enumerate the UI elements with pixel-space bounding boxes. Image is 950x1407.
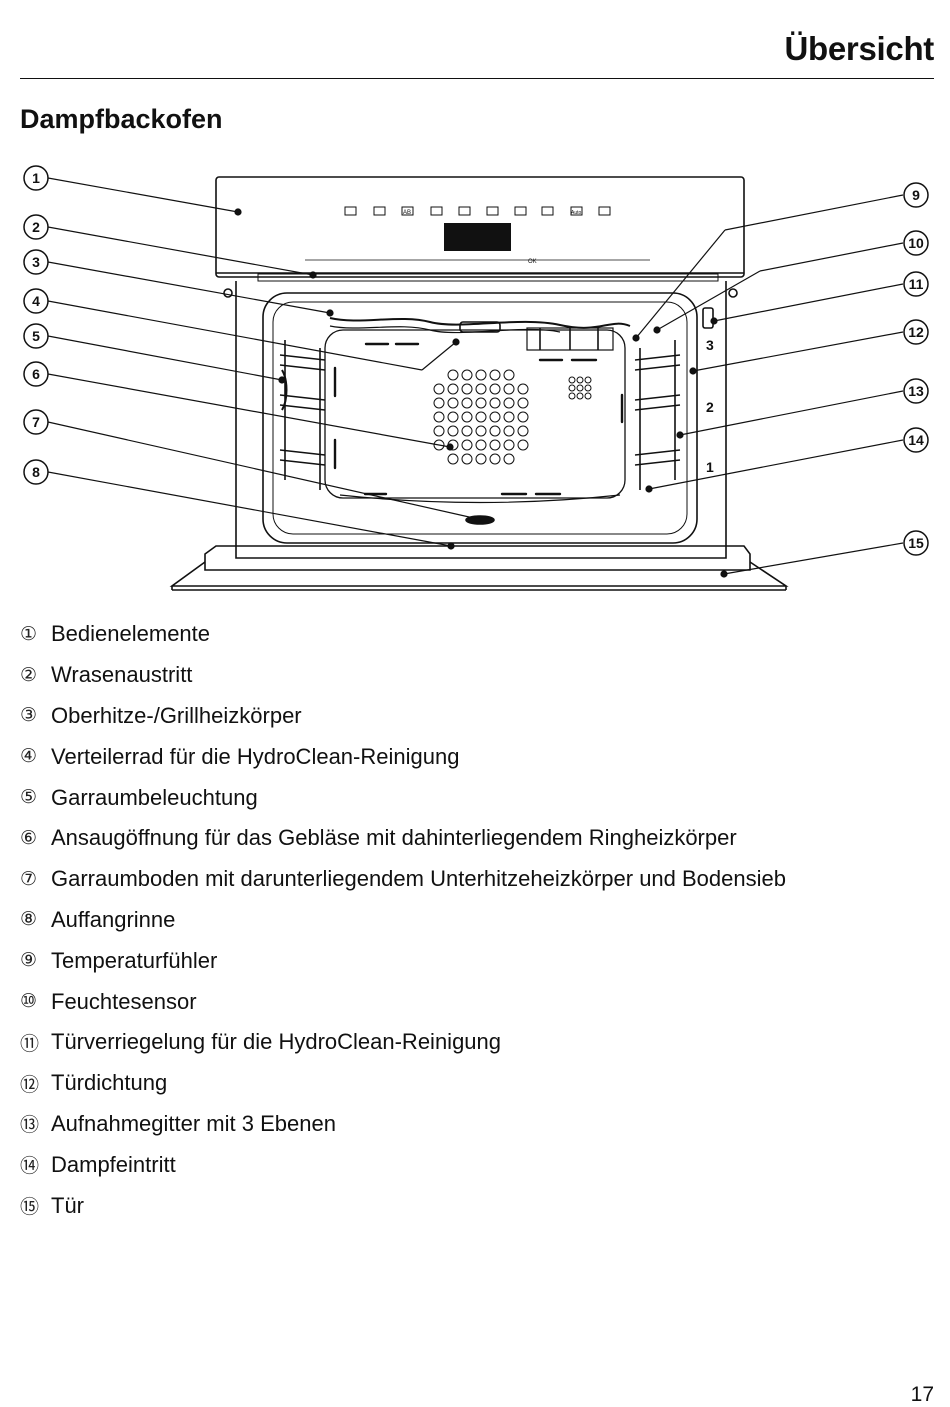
distributor [459,321,501,333]
legend-text: Verteilerrad für die HydroClean-Reinigun… [51,743,460,769]
callout-2-label: 2 [32,219,40,235]
legend-text: Ansaugöffnung für das Gebläse mit dahint… [51,825,737,851]
panel-ab-label: AB [403,210,411,216]
oven-diagram: 3 2 1 AB Auto OK [0,150,950,610]
callout-2 [23,214,49,240]
callout-6 [23,361,49,387]
legend-number: ⑮ [20,1197,40,1219]
shelf-level-3: 3 [706,337,714,353]
legend-number: ⑩ [20,991,38,1013]
legend-text: Wrasenaustritt [51,662,193,688]
legend-text: Auffangrinne [51,906,176,932]
cavity-outer [262,292,698,544]
callout-7-label: 7 [32,414,40,430]
callout-11 [903,271,929,297]
page-header: Übersicht [20,28,934,79]
callout-14-label: 14 [908,432,924,448]
callout-3 [23,249,49,275]
legend-text: Dampfeintritt [51,1151,176,1177]
control-panel-frame [215,176,745,278]
callout-5 [23,323,49,349]
subtitle: Dampfbackofen [20,104,223,134]
legend-item: ① Bedienelemente [20,614,930,655]
callout-5-label: 5 [32,328,40,344]
display [444,223,511,251]
legend-item: ⑨ Temperaturfühler [20,940,930,981]
oven-illustration: 3 2 1 AB Auto OK [23,165,929,591]
legend-item: ⑧ Auffangrinne [20,900,930,941]
legend-number: ⑧ [20,909,38,931]
legend-number: ③ [20,705,38,727]
callout-8 [23,459,49,485]
callout-15-label: 15 [908,535,924,551]
legend-item: ② Wrasenaustritt [20,655,930,696]
legend-number: ① [20,623,38,645]
shelf-level-1: 1 [706,459,714,475]
callout-3-label: 3 [32,254,40,270]
legend-number: ⑨ [20,950,38,972]
legend-text: Temperaturfühler [51,947,218,973]
callout-13 [903,378,929,404]
callout-12-label: 12 [908,324,924,340]
callout-7 [23,409,49,435]
legend-number: ⑥ [20,827,38,849]
callout-9 [903,182,929,208]
callout-1 [23,165,49,191]
legend-text: Garraumbeleuchtung [51,784,258,810]
legend-text: Garraumboden mit darunterliegendem Unter… [51,866,786,892]
legend-item: ⑮ Tür [20,1185,930,1226]
legend-text: Tür [51,1192,84,1218]
oven-body [235,281,727,559]
callout-10 [903,230,929,256]
legend-item: ⑬ Aufnahmegitter mit 3 Ebenen [20,1104,930,1145]
legend-text: Türverriegelung für die HydroClean-Reini… [51,1029,502,1055]
panel-auto-label: Auto [571,210,582,216]
legend-number: ⑤ [20,787,38,809]
callout-13-label: 13 [908,383,924,399]
legend-text: Bedienelemente [51,621,211,647]
legend-item: ⑤ Garraumbeleuchtung [20,777,930,818]
legend-item: ⑪ Türverriegelung für die HydroClean-Rein… [20,1022,930,1063]
page-number: 17 [910,1383,934,1406]
legend-text: Oberhitze-/Grillheizkörper [51,702,302,728]
callout-4-label: 4 [32,293,40,309]
legend-text: Türdichtung [51,1070,168,1096]
panel-ok-label: OK [528,259,537,265]
legend-number: ⑦ [20,868,38,890]
fan-grid [433,369,592,465]
legend-number: ② [20,664,38,686]
legend-item: ③ Oberhitze-/Grillheizkörper [20,696,930,737]
legend-item: ⑥ Ansaugöffnung für das Gebläse mit dahin… [20,818,930,859]
section-title: Übersicht [784,30,934,67]
shelf-level-2: 2 [706,399,714,415]
legend-number: ⑭ [20,1156,40,1178]
legend-number: ⑬ [20,1115,40,1137]
callout-6-label: 6 [32,366,40,382]
callout-11-label: 11 [909,276,924,292]
callout-1-label: 1 [32,170,40,186]
legend-list: ① Bedienelemente ② Wrasenaustritt ③ Oberhit… [20,614,930,1226]
callout-4 [23,288,49,314]
legend-number: ⑫ [20,1074,40,1096]
legend-item: ④ Verteilerrad für die HydroClean-Reinigu… [20,736,930,777]
legend-item: ⑫ Türdichtung [20,1063,930,1104]
callout-12 [903,319,929,345]
legend-number: ④ [20,746,38,768]
panel-buttons [344,206,611,216]
callout-10-label: 10 [908,235,924,251]
legend-number: ⑪ [20,1033,40,1055]
legend-text: Aufnahmegitter mit 3 Ebenen [51,1110,336,1136]
legend-text: Feuchtesensor [51,988,197,1014]
legend-item: ⑭ Dampfeintritt [20,1144,930,1185]
callout-14 [903,427,929,453]
legend-item: ⑦ Garraumboden mit darunterliegendem Unte… [20,859,930,900]
callout-8-label: 8 [32,464,40,480]
callout-9-label: 9 [912,187,920,203]
cavity-back [324,329,626,499]
callout-15 [903,530,929,556]
legend-item: ⑩ Feuchtesensor [20,981,930,1022]
